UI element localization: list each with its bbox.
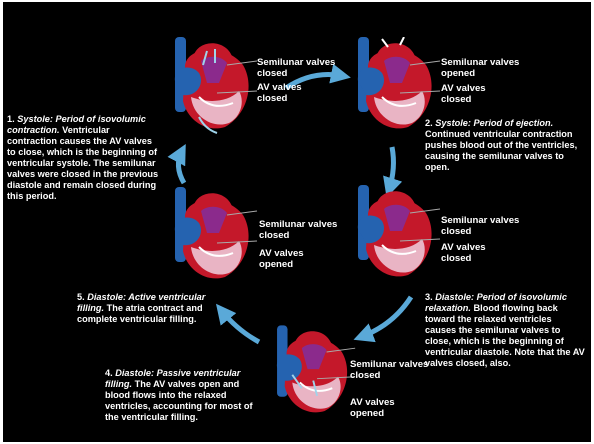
stage-1-body: Ventricular contraction causes the AV va…: [7, 125, 158, 201]
stage-5-semilunar-label: Semilunar valves closed: [259, 219, 341, 241]
arrow-3-to-4: [361, 297, 411, 337]
stage-2-body: Continued ventricular contraction pushes…: [425, 129, 577, 172]
stage-3-description: 3. Diastole: Period of isovolumic relaxa…: [425, 292, 585, 369]
stage-1-number: 1.: [7, 114, 15, 124]
stage-2-semilunar-label: Semilunar valves opened: [441, 57, 521, 79]
stage-2-av-label: AV valves closed: [441, 83, 501, 105]
stage-3-semilunar-label: Semilunar valves closed: [441, 215, 521, 237]
arrow-2-to-3: [389, 147, 393, 190]
stage-2-number: 2.: [425, 118, 433, 128]
stage-2-title: Systole: Period of ejection.: [435, 118, 553, 128]
stage-5-av-label: AV valves opened: [259, 248, 319, 270]
stage-3-number: 3.: [425, 292, 433, 302]
stage-5-description: 5. Diastole: Active ventricular filling.…: [77, 292, 229, 325]
stage-4-av-label: AV valves opened: [350, 397, 410, 419]
heart-illustration-3: [338, 185, 443, 283]
stage-5-number: 5.: [77, 292, 85, 302]
stage-1-description: 1. Systole: Period of isovolumic contrac…: [7, 114, 159, 202]
stage-4-number: 4.: [105, 368, 113, 378]
stage-4-description: 4. Diastole: Passive ventricular filling…: [105, 368, 265, 423]
stage-3-av-label: AV valves closed: [441, 242, 501, 264]
heart-illustration-1: [155, 37, 260, 135]
heart-illustration-4: [258, 323, 358, 421]
stage-4-semilunar-label: Semilunar valves closed: [350, 359, 432, 381]
stage-1-semilunar-label: Semilunar valves closed: [257, 57, 339, 79]
stage-2-description: 2. Systole: Period of ejection. Continue…: [425, 118, 590, 173]
heart-illustration-5: [155, 187, 260, 285]
stage-1-av-label: AV valves closed: [257, 82, 317, 104]
arrow-5-to-1: [178, 151, 184, 183]
